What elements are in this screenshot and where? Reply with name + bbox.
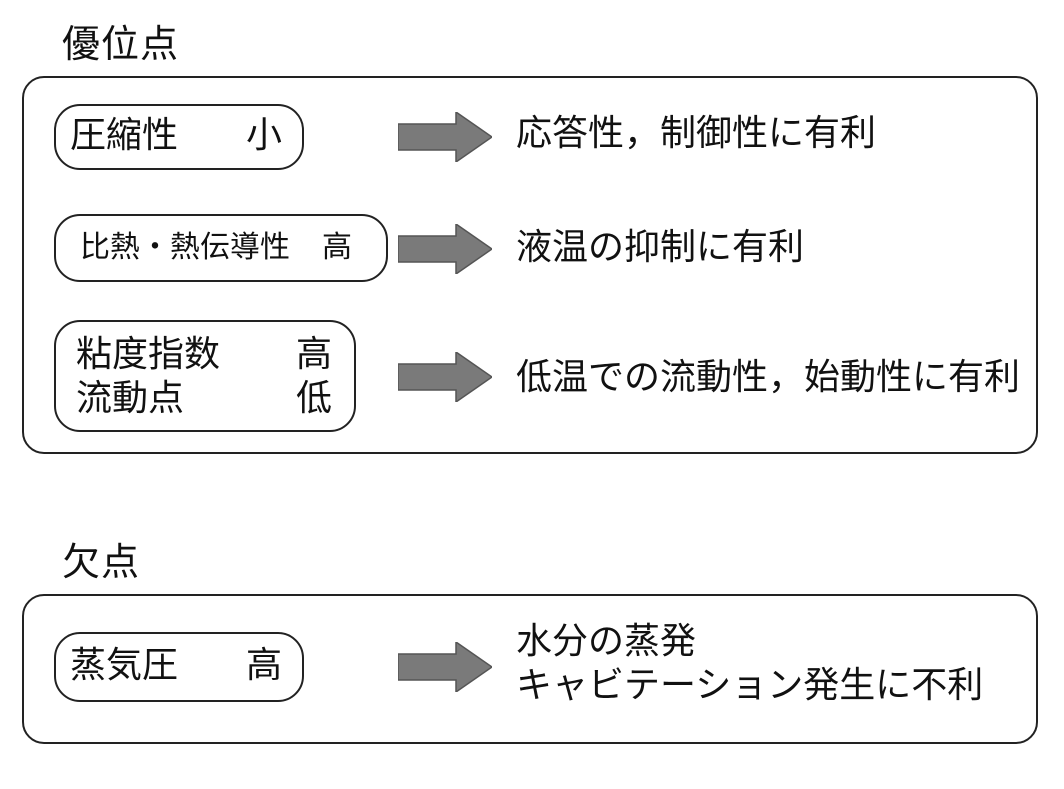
property-box-compressibility <box>54 104 304 170</box>
property-label: 圧縮性 <box>70 115 179 156</box>
property-box-viscosity <box>54 320 356 432</box>
right-arrow-icon <box>398 642 492 692</box>
property-label: 流動点 <box>76 378 185 419</box>
result-text: キャビテーション発生に不利 <box>516 665 984 706</box>
right-arrow-icon <box>398 352 492 402</box>
property-value: 低 <box>296 378 333 419</box>
property-value: 高 <box>296 334 333 375</box>
disadvantages-title: 欠点 <box>62 540 141 584</box>
right-arrow-icon <box>398 112 492 162</box>
right-arrow-icon <box>398 224 492 274</box>
property-value: 高 <box>322 230 352 265</box>
property-label: 蒸気圧 <box>70 645 179 686</box>
result-text: 液温の抑制に有利 <box>516 227 805 268</box>
property-value: 小 <box>246 115 283 156</box>
property-box-specific-heat <box>54 214 388 282</box>
property-label: 比熱・熱伝導性 <box>80 230 290 265</box>
result-text: 応答性，制御性に有利 <box>516 113 877 154</box>
result-text: 低温での流動性，始動性に有利 <box>516 357 1021 398</box>
property-value: 高 <box>246 645 283 686</box>
advantages-title: 優位点 <box>62 22 180 66</box>
property-box-vapor-pressure <box>54 632 304 702</box>
result-text: 水分の蒸発 <box>516 621 697 662</box>
property-label: 粘度指数 <box>76 334 221 375</box>
